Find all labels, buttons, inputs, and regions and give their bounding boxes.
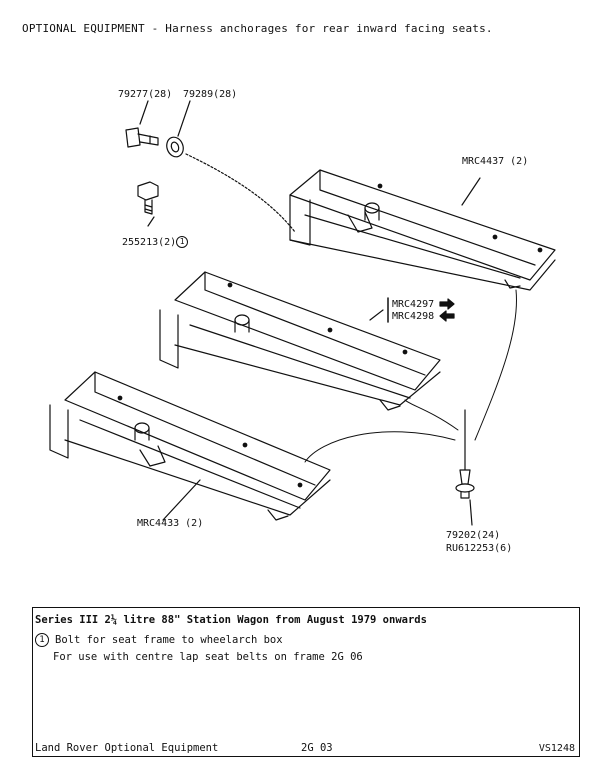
bolt-255213-icon bbox=[137, 181, 159, 215]
leader-79277 bbox=[139, 100, 149, 125]
notes-panel: Series III 2¼ litre 88" Station Wagon fr… bbox=[32, 607, 580, 757]
arrow-right-icon bbox=[439, 298, 455, 310]
bolt-79277-icon bbox=[125, 127, 159, 148]
label-bracket-bottom: MRC4433 (2) bbox=[137, 518, 204, 529]
label-bolt: 79277(28) bbox=[118, 89, 173, 100]
washer-79289-icon bbox=[166, 136, 184, 158]
footer-page-ref: 2G 03 bbox=[301, 742, 333, 754]
panel-title: Series III 2¼ litre 88" Station Wagon fr… bbox=[35, 614, 427, 626]
leader-79289 bbox=[177, 100, 191, 137]
arrow-left-icon bbox=[439, 310, 455, 322]
note-number-icon: 1 bbox=[35, 633, 49, 647]
label-bolt-small: 255213(2)1 bbox=[122, 236, 189, 249]
label-rivet: 79202(24) bbox=[446, 530, 501, 541]
bracket-mrc4433 bbox=[49, 371, 331, 521]
rivet-79202-icon bbox=[455, 409, 475, 499]
label-bracket-mid-rh: MRC4297 bbox=[392, 299, 435, 310]
footer-left: Land Rover Optional Equipment bbox=[35, 742, 219, 754]
label-washer: 79289(28) bbox=[183, 89, 238, 100]
page-title: OPTIONAL EQUIPMENT - Harness anchorages … bbox=[22, 22, 493, 35]
leader-255213 bbox=[147, 216, 155, 227]
bracket-mrc4297 bbox=[159, 271, 441, 411]
note-row: 1 Bolt for seat frame to wheelarch box bbox=[35, 633, 283, 647]
label-rivet-alt: RU612253(6) bbox=[446, 543, 513, 554]
label-bracket-mid-lh: MRC4298 bbox=[392, 311, 435, 322]
bracket-mrc4437 bbox=[289, 169, 556, 291]
note-text: Bolt for seat frame to wheelarch box bbox=[55, 634, 283, 646]
label-bracket-top: MRC4437 (2) bbox=[462, 156, 529, 167]
exploded-parts-diagram bbox=[49, 100, 556, 526]
note-subtext: For use with centre lap seat belts on fr… bbox=[53, 651, 363, 663]
footer-code: VS1248 bbox=[538, 743, 575, 754]
callout-number-icon: 1 bbox=[176, 236, 189, 248]
